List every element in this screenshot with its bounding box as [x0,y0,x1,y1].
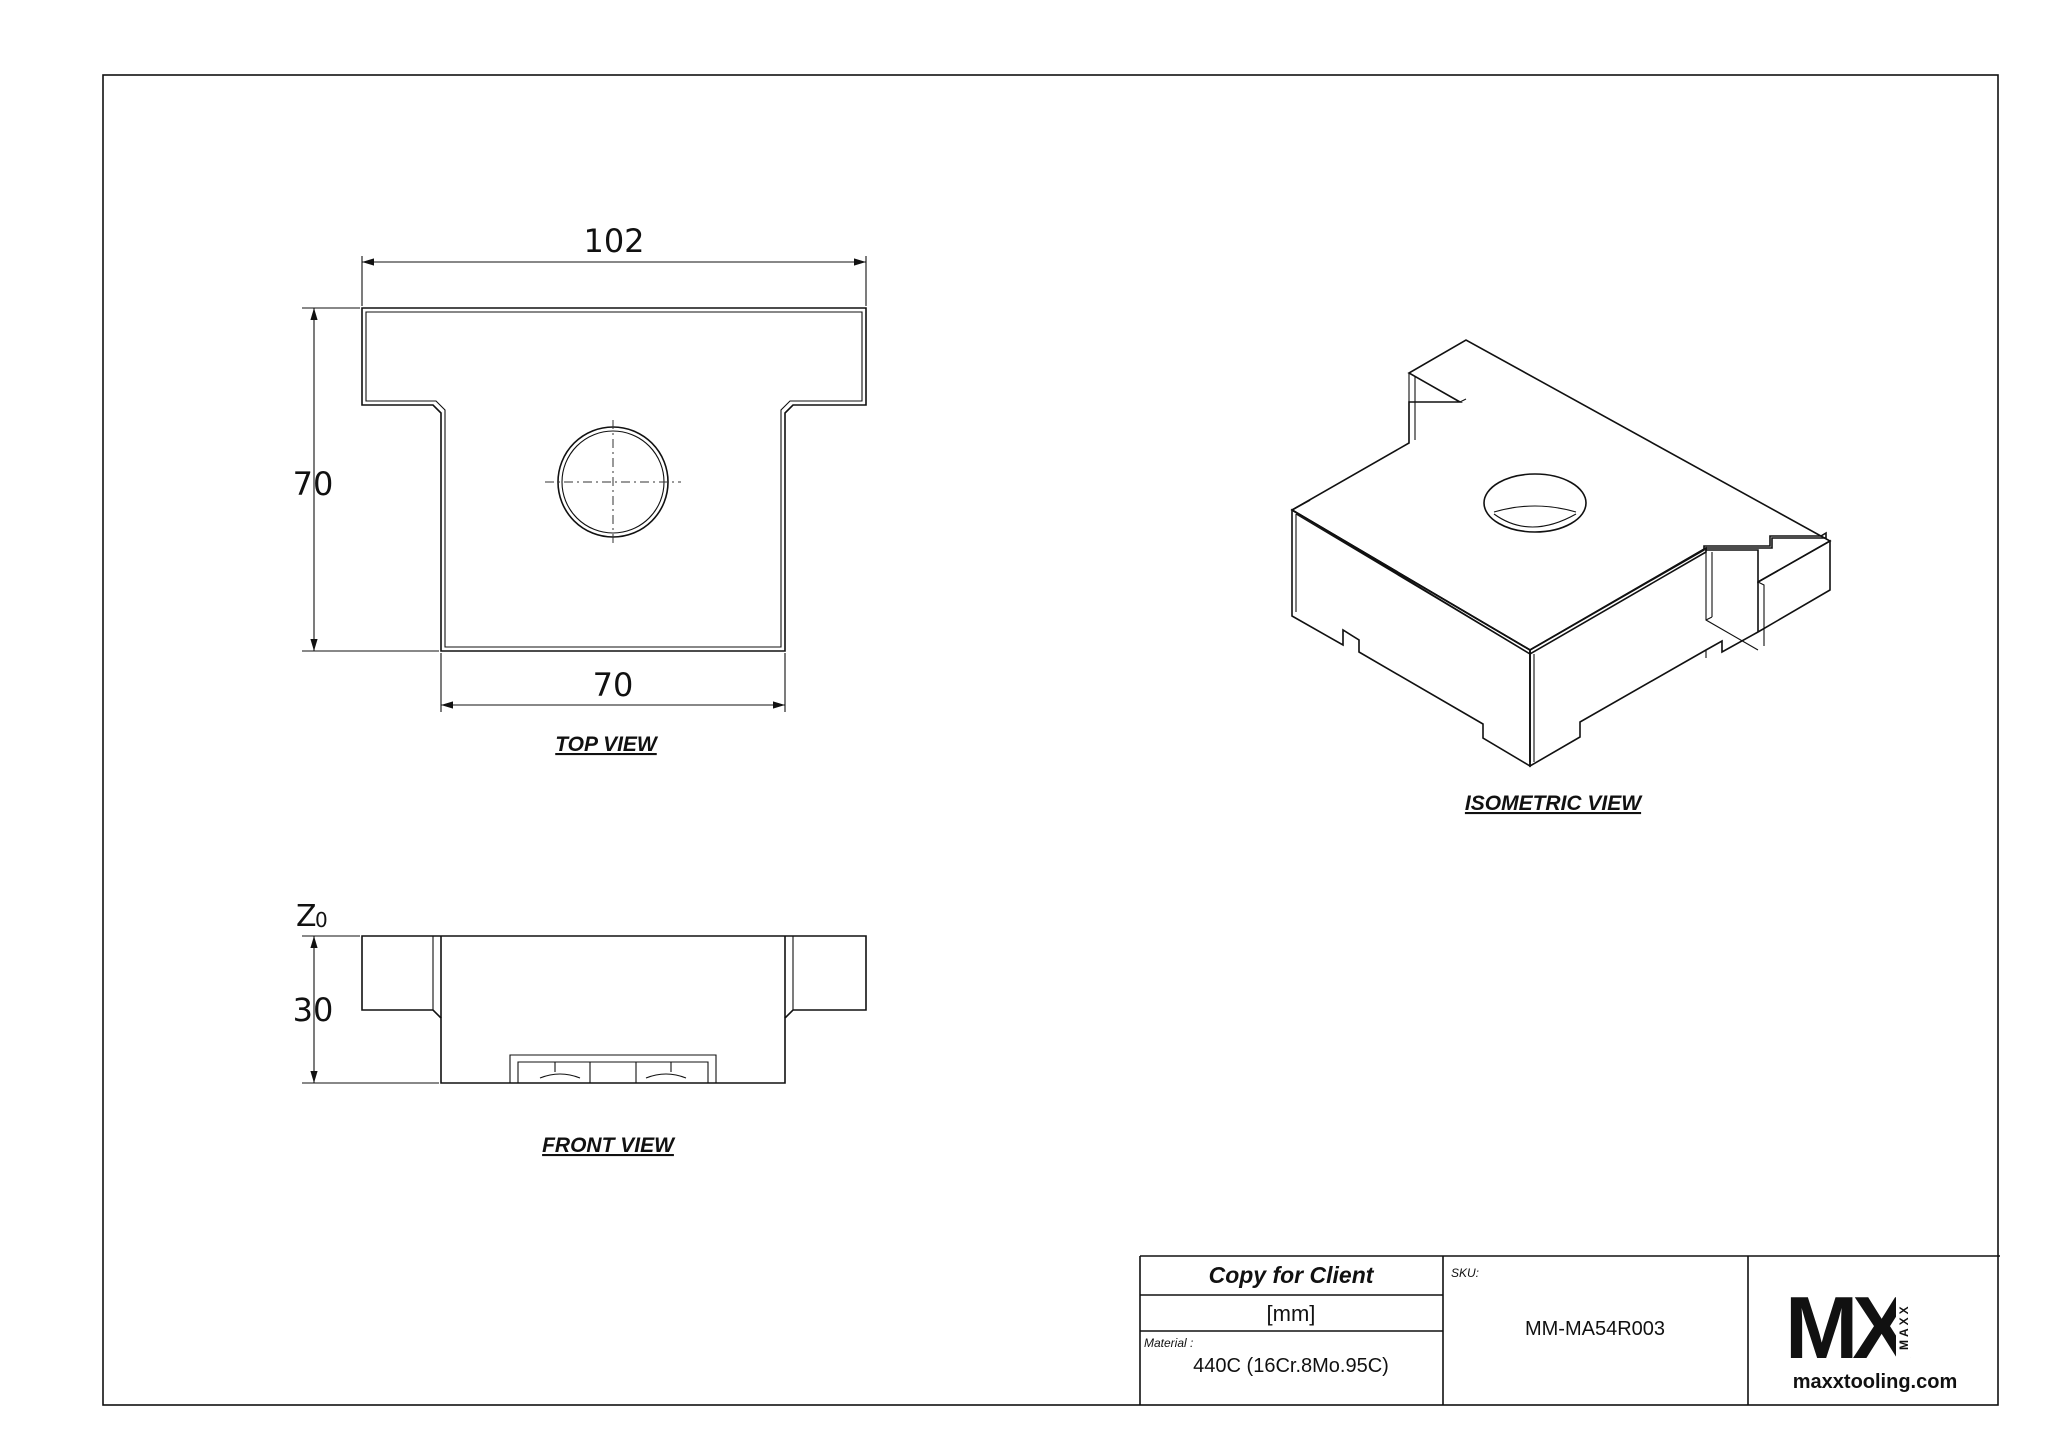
logo-small-bg [1896,1290,1910,1358]
front-view-slot-detail [539,1062,687,1079]
tb-material-caption: Material : [1144,1336,1193,1350]
top-view-outline [361,307,867,652]
front-view-label: FRONT VIEW [542,1134,676,1157]
iso-inner-edges [1295,513,1535,762]
iso-bottom-slots [1342,630,1723,658]
dim-70v-text: 70 [293,465,334,503]
iso-left-notch [1408,373,1467,443]
tb-sku-caption: SKU: [1451,1266,1479,1280]
iso-hole [1483,473,1587,533]
iso-top-main [1290,339,1832,651]
maxx-logo: MX MAXX [1785,1278,1916,1377]
tb-copy-text: Copy for Client [1209,1262,1375,1288]
front-view-slot [509,1054,717,1083]
iso-right-face [1529,539,1831,768]
top-view-outline-inner [365,311,863,648]
front-view-outline [361,935,867,1084]
iso-left-face [1291,508,1531,768]
sheet-border [102,74,1999,1406]
top-view: 102 70 70 TOP VIEW [293,222,867,756]
dim-30-text: 30 [293,991,334,1029]
isometric-view-label: ISOMETRIC VIEW [1465,792,1643,815]
top-view-label: TOP VIEW [555,733,659,756]
dim-70h-text: 70 [593,666,634,704]
tb-sku-value: MM-MA54R003 [1525,1318,1665,1340]
tb-website: maxxtooling.com [1793,1371,1957,1393]
title-block: Copy for Client [mm] Material : 440C (16… [1139,1255,2000,1405]
front-view: Z 0 30 FRONT VIEW [293,899,867,1157]
front-origin-sub: 0 [315,908,328,932]
iso-hole-inner [1493,505,1577,528]
isometric-view: ISOMETRIC VIEW [1290,339,1832,815]
logo-mark: MX [1785,1278,1910,1377]
tb-material-value: 440C (16Cr.8Mo.95C) [1193,1355,1389,1377]
iso-right-notch [1705,548,1765,651]
tb-units-text: [mm] [1267,1301,1316,1326]
dim-102-text: 102 [583,222,644,260]
front-origin-label: Z [296,899,317,934]
logo-small-text: MAXX [1897,1303,1911,1350]
